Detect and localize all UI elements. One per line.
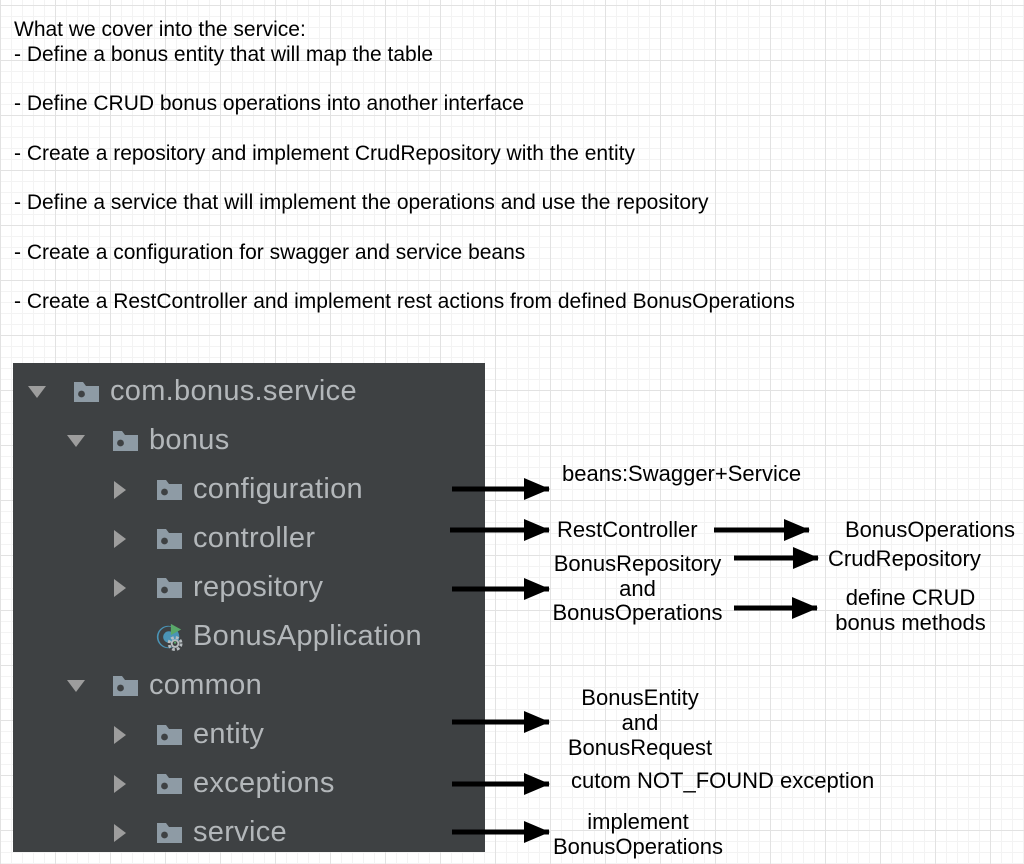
tree-item-label: controller bbox=[193, 522, 316, 554]
tree-item-label: exceptions bbox=[193, 767, 335, 799]
folder-icon bbox=[155, 770, 183, 798]
tree-item-repository[interactable]: repository bbox=[13, 563, 485, 612]
annotation-line: BonusOperations bbox=[552, 600, 723, 626]
chevron-right-icon[interactable] bbox=[111, 529, 129, 548]
annotation-entity-block: BonusEntity and BonusRequest bbox=[550, 685, 730, 760]
tree-item-label: service bbox=[193, 816, 287, 848]
chevron-spacer bbox=[111, 628, 129, 646]
chevron-right-icon[interactable] bbox=[111, 823, 129, 842]
folder-icon bbox=[155, 525, 183, 553]
notes-bullet-3: - Create a repository and implement Crud… bbox=[14, 142, 635, 165]
tree-item-exceptions[interactable]: exceptions bbox=[13, 759, 485, 808]
annotation-restcontroller: RestController bbox=[557, 517, 698, 542]
tree-item-label: entity bbox=[193, 718, 265, 750]
annotation-line: define CRUD bbox=[845, 585, 976, 610]
notes-bullet-6: - Create a RestController and implement … bbox=[14, 290, 795, 313]
folder-icon bbox=[155, 721, 183, 749]
folder-icon bbox=[111, 427, 139, 455]
project-tree-panel: com.bonus.service bonus configuration co… bbox=[13, 363, 485, 852]
annotation-repository-block: BonusRepository and BonusOperations bbox=[545, 551, 730, 626]
annotation-line: and bbox=[619, 575, 656, 601]
annotation-crudrepository: CrudRepository bbox=[828, 546, 981, 571]
chevron-right-icon[interactable] bbox=[111, 578, 129, 597]
tree-item-configuration[interactable]: configuration bbox=[13, 465, 485, 514]
tree-item-bonus[interactable]: bonus bbox=[13, 416, 485, 465]
chevron-right-icon[interactable] bbox=[111, 725, 129, 744]
notes-bullet-5: - Create a configuration for swagger and… bbox=[14, 241, 526, 264]
tree-item-label: bonus bbox=[149, 424, 230, 456]
annotation-bonusoperations: BonusOperations bbox=[845, 517, 1015, 542]
annotation-line: BonusEntity bbox=[581, 685, 699, 710]
annotation-define-crud-block: define CRUD bonus methods bbox=[823, 585, 998, 635]
folder-icon bbox=[155, 574, 183, 602]
annotation-line: BonusOperations bbox=[553, 833, 723, 859]
chevron-down-icon[interactable] bbox=[67, 432, 85, 450]
notes-title: What we cover into the service: bbox=[14, 18, 306, 41]
folder-icon bbox=[155, 476, 183, 504]
tree-item-label: repository bbox=[193, 571, 324, 603]
tree-item-label: configuration bbox=[193, 473, 363, 505]
tree-item-label: com.bonus.service bbox=[110, 375, 357, 407]
tree-item-label: common bbox=[149, 669, 262, 701]
annotation-line: and bbox=[621, 710, 659, 735]
folder-icon bbox=[155, 819, 183, 847]
tree-item-com-bonus-service[interactable]: com.bonus.service bbox=[13, 367, 485, 416]
annotation-line: BonusRepository bbox=[553, 551, 722, 576]
tree-item-bonus-application[interactable]: BonusApplication bbox=[13, 612, 485, 661]
tree-item-entity[interactable]: entity bbox=[13, 710, 485, 759]
notes-bullet-1: - Define a bonus entity that will map th… bbox=[14, 43, 434, 66]
folder-icon bbox=[111, 672, 139, 700]
annotation-service-block: implement BonusOperations bbox=[548, 809, 728, 859]
notes-bullet-2: - Define CRUD bonus operations into anot… bbox=[14, 92, 525, 115]
folder-icon bbox=[72, 378, 100, 406]
chevron-down-icon[interactable] bbox=[67, 677, 85, 695]
chevron-right-icon[interactable] bbox=[111, 480, 129, 499]
tree-item-label: BonusApplication bbox=[193, 620, 422, 652]
chevron-right-icon[interactable] bbox=[111, 774, 129, 793]
chevron-down-icon[interactable] bbox=[28, 383, 46, 401]
tree-item-common[interactable]: common bbox=[13, 661, 485, 710]
tree-item-service[interactable]: service bbox=[13, 808, 485, 852]
annotation-exceptions: cutom NOT_FOUND exception bbox=[571, 768, 875, 793]
annotation-line: BonusRequest bbox=[567, 735, 713, 760]
annotation-line: bonus methods bbox=[835, 610, 986, 635]
spring-boot-run-icon bbox=[155, 623, 183, 651]
annotation-configuration: beans:Swagger+Service bbox=[562, 461, 802, 486]
annotation-line: implement bbox=[587, 809, 689, 834]
tree-item-controller[interactable]: controller bbox=[13, 514, 485, 563]
notes-bullet-4: - Define a service that will implement t… bbox=[14, 191, 709, 214]
